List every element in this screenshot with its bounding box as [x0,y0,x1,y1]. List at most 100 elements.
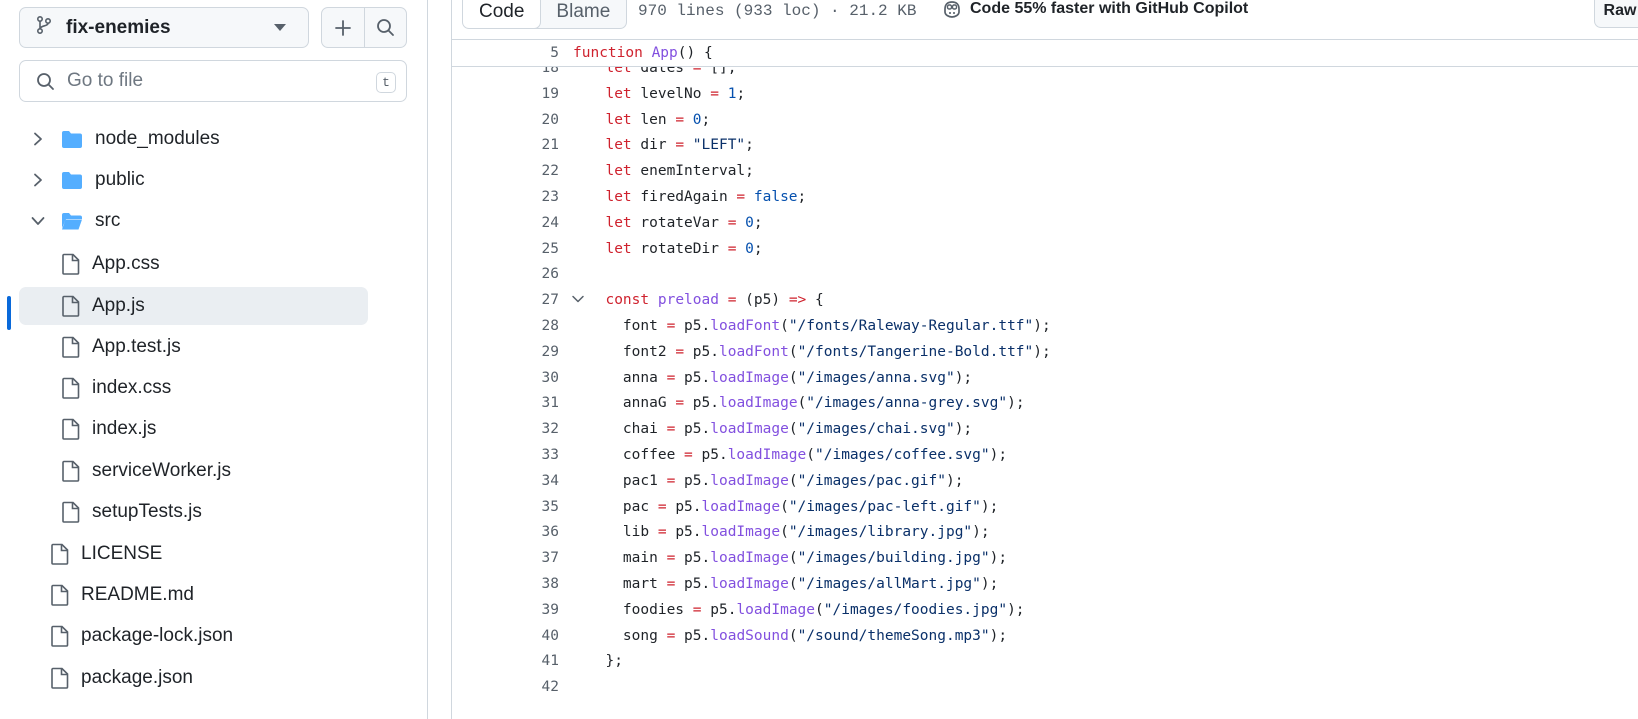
tree-item-label: public [95,169,145,190]
code-line: 22 let enemInterval; [452,158,1638,184]
chevron-down-icon [274,24,286,31]
code-text: anna = p5.loadImage("/images/anna.svg"); [588,369,973,386]
code-text: const preload = (p5) => { [605,292,824,309]
go-to-file-input[interactable] [67,70,347,92]
line-number[interactable]: 28 [541,318,559,334]
line-number[interactable]: 21 [541,137,559,154]
tree-file-setuptests-js[interactable]: setupTests.js [19,493,368,531]
code-text: font = p5.loadFont("/fonts/Raleway-Regul… [588,318,1051,334]
tree-file-package-json[interactable]: package.json [19,659,368,697]
code-line: 42 [452,674,1638,700]
line-number[interactable]: 33 [541,447,559,463]
line-number[interactable]: 22 [541,163,559,180]
tree-file-index-js[interactable]: index.js [19,410,368,448]
tree-actions [321,7,407,48]
line-number[interactable]: 26 [541,266,559,283]
tree-file-serviceworker-js[interactable]: serviceWorker.js [19,452,368,490]
code-line: 38 mart = p5.loadImage("/images/allMart.… [452,571,1638,597]
tab-blame[interactable]: Blame [556,0,611,22]
line-number[interactable]: 20 [541,111,559,128]
tree-file-app-js[interactable]: App.js [19,287,368,325]
tab-code[interactable]: Code [463,0,542,28]
go-to-file-search[interactable]: t [19,60,407,102]
code-listing: 5 function App() { 18 let dates = [];19 … [452,39,1638,719]
code-text: annaG = p5.loadImage("/images/anna-grey.… [588,395,1025,412]
code-line: 40 song = p5.loadSound("/sound/themeSong… [452,623,1638,649]
code-text: let rotateVar = 0; [605,214,763,231]
code-line: 35 pac = p5.loadImage("/images/pac-left.… [452,494,1638,520]
sticky-function-header[interactable]: 5 function App() { [452,40,1638,67]
line-number[interactable]: 38 [541,576,559,592]
file-icon [51,667,69,689]
tree-file-app-test-js[interactable]: App.test.js [19,328,368,366]
line-number[interactable]: 35 [541,498,559,515]
copilot-promo-link[interactable]: Code 55% faster with GitHub Copilot [942,0,1248,18]
search-icon [377,19,394,36]
code-line: 32 chai = p5.loadImage("/images/chai.svg… [452,416,1638,442]
line-number[interactable]: 34 [541,472,559,489]
code-text: song = p5.loadSound("/sound/themeSong.mp… [588,627,1008,644]
code-line: 39 foodies = p5.loadImage("/images/foodi… [452,597,1638,623]
tree-item-label: index.js [92,418,157,439]
line-number[interactable]: 32 [541,421,559,438]
code-line: 41 }; [452,648,1638,674]
code-line: 21 let dir = "LEFT"; [452,132,1638,158]
tree-item-label: serviceWorker.js [92,460,232,481]
keyboard-shortcut-hint: t [376,72,396,93]
chevron-right-icon[interactable] [29,171,47,189]
code-text: pac = p5.loadImage("/images/pac-left.gif… [588,498,999,515]
code-line: 33 coffee = p5.loadImage("/images/coffee… [452,442,1638,468]
branch-name: fix-enemies [66,16,171,38]
chevron-right-icon[interactable] [29,130,47,148]
raw-button[interactable]: Raw [1594,0,1638,28]
line-number[interactable]: 27 [541,292,559,309]
line-number[interactable]: 29 [541,343,559,360]
file-icon [62,253,80,275]
tree-file-index-css[interactable]: index.css [19,369,368,407]
line-number[interactable]: 36 [541,524,559,541]
code-line: 26 [452,261,1638,287]
tree-folder-public[interactable]: public [19,161,368,199]
tree-folder-node-modules[interactable]: node_modules [19,120,368,158]
tree-file-readme-md[interactable]: README.md [19,576,368,614]
line-number[interactable]: 24 [541,214,559,231]
code-text: let len = 0; [605,111,711,128]
line-number[interactable]: 30 [541,369,559,386]
chevron-down-icon[interactable] [29,212,47,230]
add-file-button[interactable] [322,8,364,47]
code-text: }; [588,653,623,670]
file-toolbar: Code Blame 970 lines (933 loc) · 21.2 KB… [452,0,1638,40]
line-number: 5 [550,45,559,61]
line-number[interactable]: 23 [541,189,559,205]
tree-item-label: package.json [81,667,193,688]
code-line: 24 let rotateVar = 0; [452,210,1638,236]
line-number[interactable]: 41 [541,653,559,670]
tree-file-license[interactable]: LICENSE [19,535,368,573]
file-icon [62,418,80,440]
search-code-button[interactable] [363,8,406,47]
tree-item-label: README.md [81,584,194,605]
tree-item-label: index.css [92,377,172,398]
file-icon [62,336,80,358]
branch-selector-button[interactable]: fix-enemies [19,7,309,48]
code-text: coffee = p5.loadImage("/images/coffee.sv… [588,447,1008,463]
tree-folder-src[interactable]: src [19,202,368,240]
tree-file-package-lock-json[interactable]: package-lock.json [19,617,368,655]
tree-file-app-css[interactable]: App.css [19,245,368,283]
line-number[interactable]: 42 [541,679,559,696]
line-number[interactable]: 25 [541,240,559,257]
line-number[interactable]: 19 [541,85,559,102]
code-text: let dir = "LEFT"; [605,137,754,154]
file-icon [62,377,80,399]
line-number[interactable]: 37 [541,550,559,567]
line-number[interactable]: 40 [541,627,559,644]
fold-chevron-icon[interactable] [571,292,587,308]
file-icon [51,625,69,647]
line-number[interactable]: 31 [541,395,559,412]
line-number[interactable]: 39 [541,601,559,618]
tree-item-label: App.js [92,295,145,316]
copilot-promo-text: Code 55% faster with GitHub Copilot [970,0,1249,17]
folder-icon [61,171,83,190]
code-text: main = p5.loadImage("/images/building.jp… [588,550,1008,567]
